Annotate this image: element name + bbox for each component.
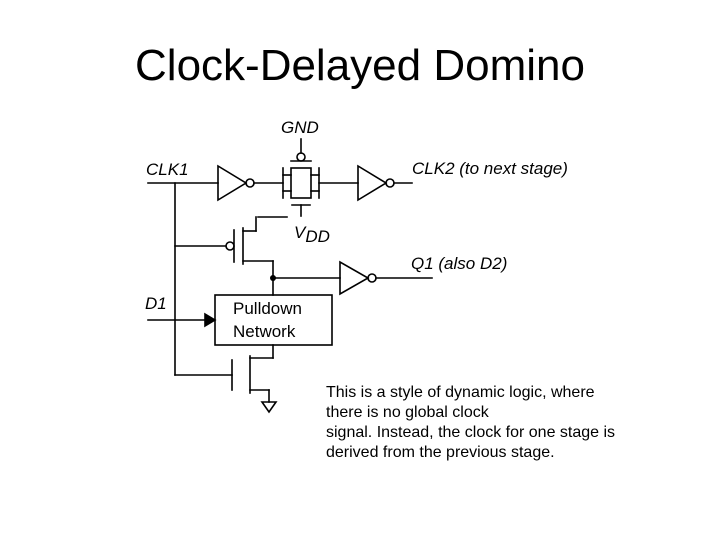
q1-label: Q1 (also D2) [411,254,507,273]
slide-title: Clock-Delayed Domino [135,41,585,90]
description-line-2: there is no global clock [326,404,489,421]
ground-icon [260,401,278,414]
d1-arrowhead [204,312,217,328]
clk2-label: CLK2 (to next stage) [412,159,568,178]
pulldown-label-line-2: Network [233,322,296,341]
description-line-4: derived from the previous stage. [326,444,555,461]
d1-label: D1 [145,294,167,313]
description-line-1: This is a style of dynamic logic, where [326,384,595,401]
inverter-1 [217,164,248,202]
description-line-3: signal. Instead, the clock for one stage… [326,424,616,441]
gnd-label: GND [281,118,319,137]
vdd-label-main: V [294,223,307,242]
dynamic-node-junction [270,275,276,281]
pulldown-label-line-1: Pulldown [233,299,302,318]
transmission-gate [290,167,312,199]
description-text: This is a style of dynamic logic, where … [326,383,666,463]
vdd-label-sub: DD [305,227,330,246]
clk1-label: CLK1 [146,160,189,179]
inverter-3 [339,260,370,296]
precharge-pmos-bubble [225,241,235,251]
inverter-2 [357,164,388,202]
vdd-label: VDD [294,223,330,246]
